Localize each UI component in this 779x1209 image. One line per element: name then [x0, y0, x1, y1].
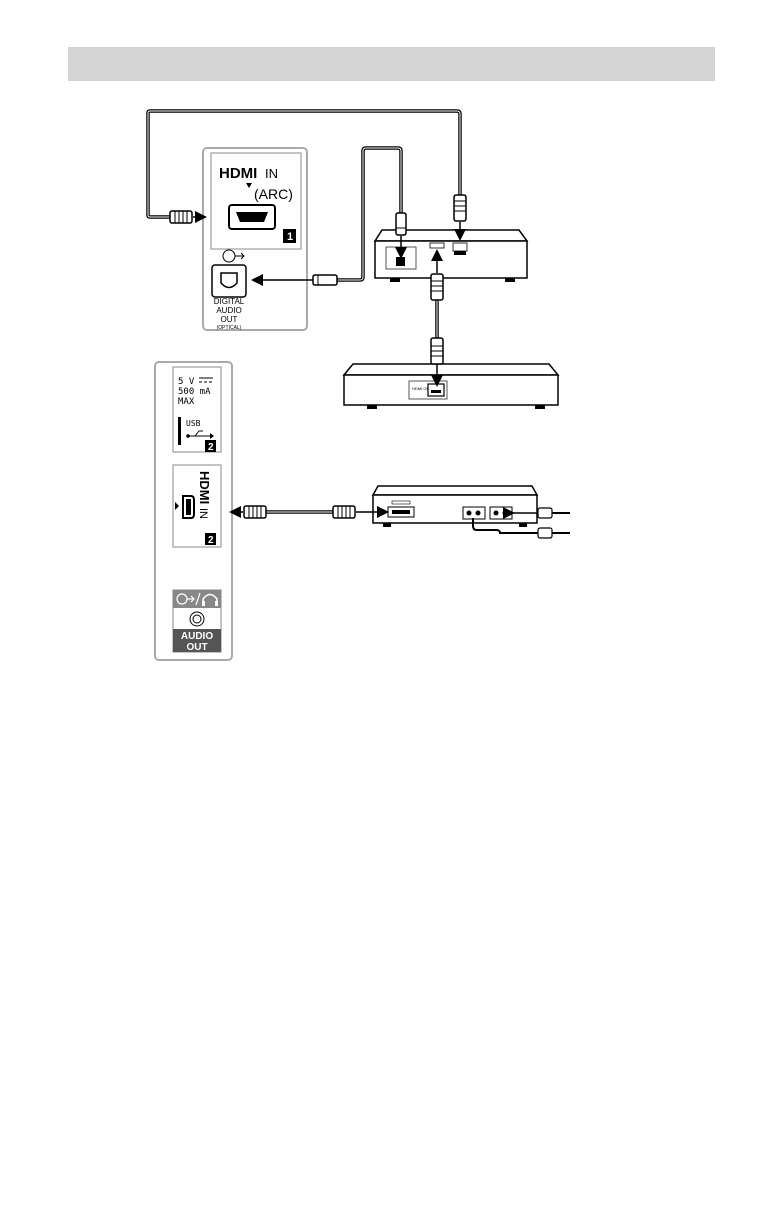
usb-power-line-1: 5 V: [178, 377, 195, 387]
stb-antenna-ports[interactable]: [490, 507, 512, 519]
audio-out-label-2: OUT: [186, 642, 207, 653]
tv-panel-1: HDMI IN (ARC) 1 DIGITAL AUDIO OUT (OPTIC…: [203, 148, 307, 331]
hdmi-port-1[interactable]: [229, 205, 275, 229]
receiver-hdmi-arc[interactable]: [453, 243, 467, 251]
port-number-1: 1: [287, 231, 293, 243]
usb-port[interactable]: [178, 417, 181, 445]
receiver-optical-in[interactable]: [396, 257, 405, 266]
optical-label-line-2: AUDIO: [216, 306, 241, 315]
usb-number: 2: [208, 442, 214, 453]
usb-label: USB: [186, 419, 201, 428]
audio-out-label-1: AUDIO: [181, 631, 213, 642]
optical-label-line-1: DIGITAL: [214, 297, 245, 306]
hdmi-port-2[interactable]: [183, 496, 194, 518]
stb-audio-ports[interactable]: [463, 507, 485, 519]
optical-label-line-3: OUT: [221, 315, 238, 324]
usb-power-line-3: MAX: [178, 397, 195, 407]
hdmi-plug-left-1: [170, 211, 204, 223]
hdmi-logo-2: HDMI: [197, 471, 212, 504]
cable-hdmi-stb: [232, 506, 386, 518]
tv-panel-2: 5 V 500 mA MAX USB 2 HDMI IN 2: [155, 362, 232, 660]
optical-label-line-4: (OPTICAL): [217, 325, 242, 331]
optical-port[interactable]: [212, 265, 246, 297]
arc-label: (ARC): [254, 186, 293, 202]
player-device: HDMI OUT: [344, 364, 558, 409]
audio-out-jack[interactable]: [190, 612, 204, 626]
hdmi-2-number: 2: [208, 535, 214, 546]
set-top-box-device: [373, 486, 537, 527]
usb-power-line-2: 500 mA: [178, 387, 211, 397]
audio-out-header: [173, 590, 221, 608]
hdmi-in-label-1: IN: [265, 166, 278, 181]
av-receiver-device: [375, 230, 527, 282]
hdmi-logo-1: HDMI: [219, 165, 257, 182]
hdmi-in-label-2: IN: [197, 508, 209, 519]
